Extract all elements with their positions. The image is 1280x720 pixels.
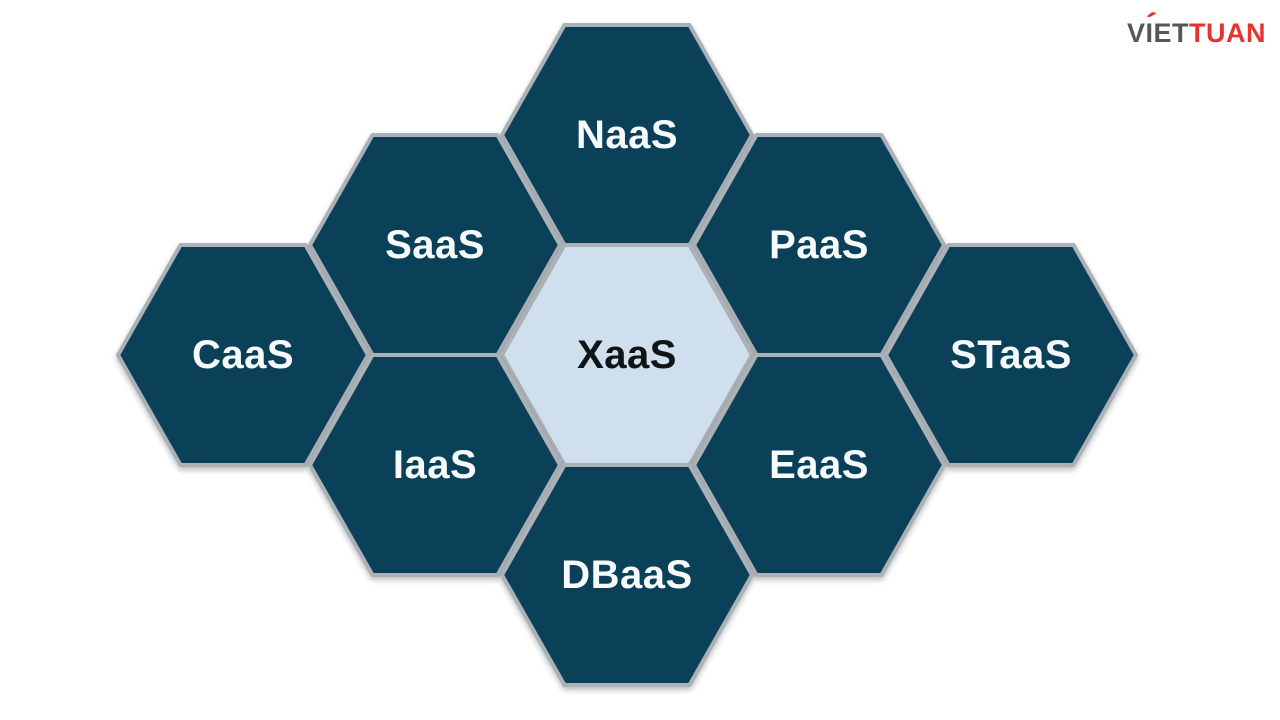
hexagon-shape-caas [116, 243, 370, 467]
hexagon-shape-staas [884, 243, 1138, 467]
hexagon-iaas: IaaS [305, 350, 565, 580]
hexagon-label-staas: STaaS [950, 332, 1072, 377]
hexagon-dbaas: DBaaS [497, 460, 757, 690]
logo-viet-text: VIET [1126, 18, 1189, 48]
viettuan-logo: VIETTUAN ´ [1126, 6, 1266, 48]
hexagon-label-iaas: IaaS [392, 442, 478, 487]
hexagon-caas: CaaS [113, 240, 373, 470]
hexagon-eaas: EaaS [689, 350, 949, 580]
hexagon-label-naas: NaaS [575, 112, 679, 157]
logo-tuan-text: TUAN [1189, 18, 1266, 48]
hexagon-shape-dbaas [500, 463, 754, 687]
hexagon-label-xaas: XaaS [577, 332, 677, 377]
hexagon-label-eaas: EaaS [769, 442, 869, 487]
hexagon-label-caas: CaaS [191, 332, 295, 377]
hexagon-paas: PaaS [689, 130, 949, 360]
hexagon-label-dbaas: DBaaS [561, 552, 693, 597]
hexagon-staas: STaaS [881, 240, 1141, 470]
hexagon-xaas: XaaS [497, 240, 757, 470]
hexagon-saas: SaaS [305, 130, 565, 360]
hexagon-label-paas: PaaS [769, 222, 869, 267]
hexagon-shape-eaas [692, 353, 946, 577]
hexagon-shape-iaas [308, 353, 562, 577]
hexagon-label-saas: SaaS [385, 222, 485, 267]
